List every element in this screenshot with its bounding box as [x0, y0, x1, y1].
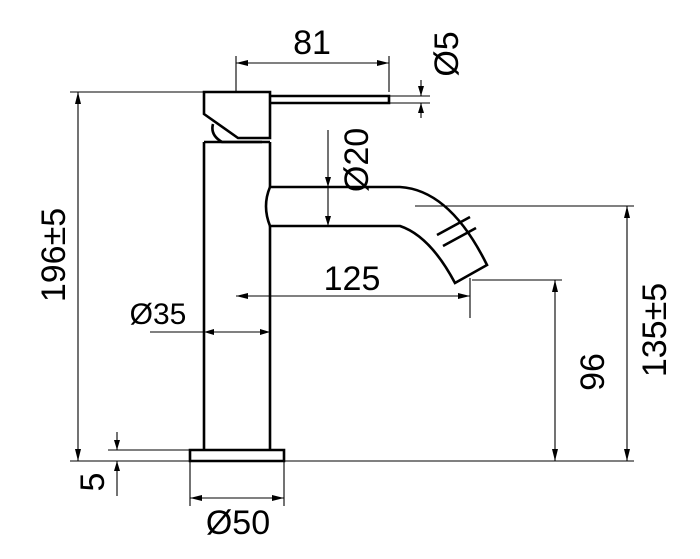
spout: [264, 185, 489, 285]
dim-base-diameter: Ø50: [206, 504, 270, 542]
faucet-base: [188, 448, 286, 463]
dim-lever-length: 81: [293, 24, 331, 62]
lever-rod: [270, 94, 391, 105]
dim-body-diameter: Ø35: [130, 298, 187, 331]
faucet-outline: [188, 90, 489, 463]
dim-base-thickness: 5: [74, 473, 112, 492]
dim-spout-diameter: Ø20: [338, 128, 376, 192]
dim-outlet-height: 96: [574, 353, 612, 391]
dim-total-height: 196±5: [35, 208, 73, 302]
dimension-labels: 81 Ø5 Ø20 196±5 125 Ø35 96 135±5 5 Ø50: [35, 24, 674, 542]
body-column: [202, 140, 272, 450]
dimension-lines: [70, 56, 634, 506]
lever-block: [202, 90, 272, 140]
spout-aerator: [436, 215, 477, 248]
dim-lever-diameter: Ø5: [428, 31, 466, 76]
dim-spout-height: 135±5: [636, 283, 674, 377]
dim-spout-reach: 125: [324, 260, 381, 298]
